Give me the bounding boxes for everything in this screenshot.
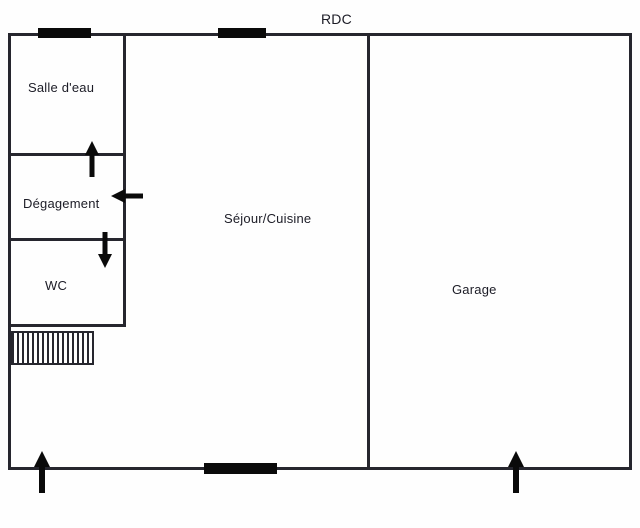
plan-title: RDC [321, 11, 352, 27]
wall-wc-bottom [8, 324, 126, 327]
wall-degagement-wc [8, 238, 126, 241]
wall-outer-right [629, 33, 632, 470]
room-label-wc: WC [45, 278, 68, 293]
wall-outer-left [8, 33, 11, 470]
window-top-middle [218, 28, 266, 38]
door-arrow-left-degagement-icon [111, 188, 143, 204]
window-bottom-middle [204, 463, 277, 474]
room-label-garage: Garage [452, 282, 497, 297]
wall-sejour-garage [367, 33, 370, 470]
room-label-salle-deau: Salle d'eau [28, 80, 95, 95]
room-label-sejour-cuisine: Séjour/Cuisine [224, 211, 312, 226]
window-top-left [38, 28, 91, 38]
entrance-arrow-up-right-icon [507, 451, 525, 493]
wall-left-rooms-vertical [123, 33, 126, 327]
wall-salledeau-degagement [8, 153, 126, 156]
wall-outer-bottom [8, 467, 632, 470]
door-arrow-down-wc-icon [97, 232, 113, 268]
door-arrow-up-salledeau-icon [84, 141, 100, 177]
wall-outer-top [8, 33, 632, 36]
entrance-arrow-up-left-icon [33, 451, 51, 493]
room-label-degagement: Dégagement [23, 196, 100, 211]
stairs-hatch [10, 331, 94, 365]
